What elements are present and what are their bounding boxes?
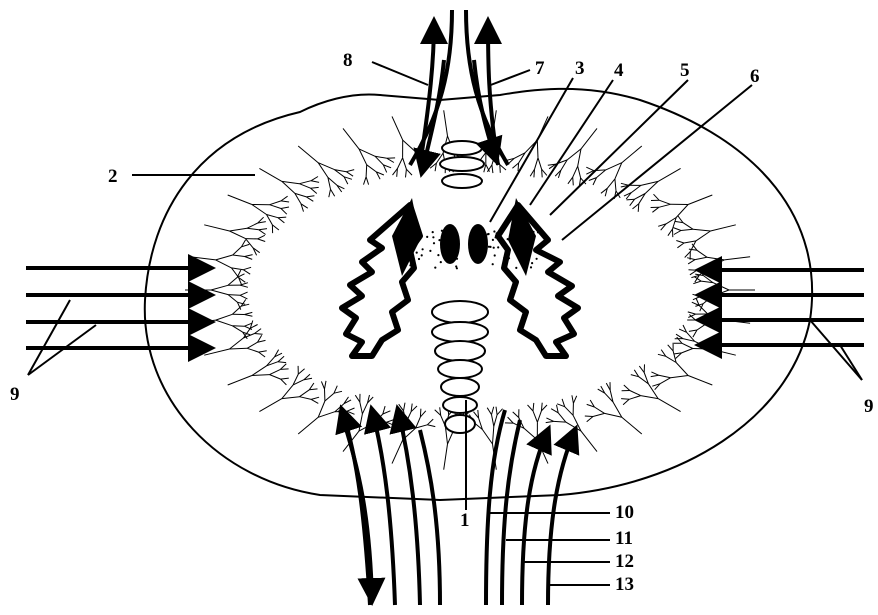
upper-vermis bbox=[440, 141, 484, 188]
label-3: 3 bbox=[575, 58, 585, 79]
label-1: 1 bbox=[460, 510, 470, 531]
label-9-right: 9 bbox=[864, 396, 874, 417]
label-5: 5 bbox=[680, 60, 690, 81]
label-2: 2 bbox=[108, 166, 118, 187]
label-11: 11 bbox=[615, 528, 633, 549]
label-4: 4 bbox=[614, 60, 624, 81]
label-7: 7 bbox=[535, 58, 545, 79]
label-12: 12 bbox=[615, 551, 634, 572]
label-10: 10 bbox=[615, 502, 634, 523]
label-8: 8 bbox=[343, 50, 353, 71]
label-6: 6 bbox=[750, 66, 760, 87]
label-9-left: 9 bbox=[10, 384, 20, 405]
label-13: 13 bbox=[615, 574, 634, 595]
